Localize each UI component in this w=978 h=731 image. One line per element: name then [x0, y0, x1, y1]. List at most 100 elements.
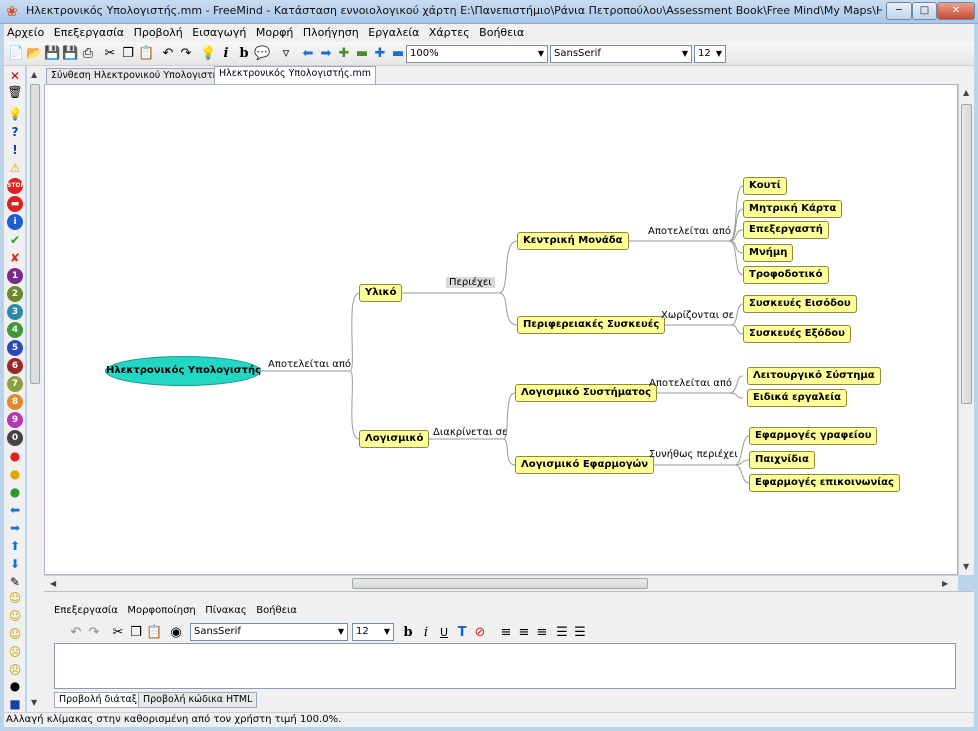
priority-9-icon[interactable]: 9: [7, 412, 23, 428]
arrow-right-icon[interactable]: ➡: [320, 46, 332, 61]
arrow-up-icon[interactable]: ⬆: [9, 539, 21, 553]
warning-icon[interactable]: ⚠: [9, 161, 21, 175]
node-peripherals[interactable]: Περιφερειακές Συσκευές: [517, 316, 666, 334]
lightbulb-icon[interactable]: 💡: [200, 46, 217, 61]
priority-5-icon[interactable]: 5: [7, 340, 23, 356]
question-icon[interactable]: ?: [11, 125, 19, 139]
scroll-right-icon[interactable]: ▶: [942, 579, 949, 588]
priority-0-icon[interactable]: 0: [7, 430, 23, 446]
node-operating-system[interactable]: Λειτουργικό Σύστημα: [747, 367, 881, 385]
map-horizontal-scrollbar[interactable]: ◀ ▶: [44, 575, 958, 591]
editor-font-combo[interactable]: SansSerif ▼: [190, 623, 348, 641]
cloud-bubble-icon[interactable]: 💬: [254, 46, 271, 61]
node-office-apps[interactable]: Εφαρμογές γραφείου: [749, 427, 878, 445]
node-central-unit[interactable]: Κεντρική Μονάδα: [517, 232, 629, 250]
smiley-neutral-icon[interactable]: ☺: [8, 609, 22, 623]
copy-icon[interactable]: ❐: [122, 46, 134, 61]
zoom-out-icon[interactable]: ▬: [391, 46, 405, 61]
open-file-icon[interactable]: 📂: [26, 46, 43, 61]
filter-icon[interactable]: ▿: [282, 46, 290, 61]
bomb-icon[interactable]: ●: [9, 679, 21, 693]
exclamation-icon[interactable]: !: [12, 143, 18, 157]
traffic-light-red-icon[interactable]: ●: [9, 449, 21, 463]
node-motherboard[interactable]: Μητρική Κάρτα: [743, 200, 843, 218]
zoom-combo[interactable]: 100% ▼: [406, 45, 548, 63]
paste-icon[interactable]: 📋: [138, 46, 155, 61]
arrow-left-icon[interactable]: ⬅: [302, 46, 314, 61]
align-right-icon[interactable]: ≡: [536, 625, 548, 640]
priority-1-icon[interactable]: 1: [7, 268, 23, 284]
node-memory[interactable]: Μνήμη: [743, 244, 794, 262]
info-icon[interactable]: i: [7, 214, 23, 230]
menu-format[interactable]: Μορφή: [255, 26, 294, 39]
node-special-tools[interactable]: Ειδικά εργαλεία: [747, 389, 848, 407]
node-output-devices[interactable]: Συσκευές Εξόδου: [743, 325, 851, 343]
text-color-icon[interactable]: T: [457, 625, 467, 640]
book-icon[interactable]: ■: [9, 697, 21, 711]
scroll-left-icon[interactable]: ◀: [50, 579, 57, 588]
node-software[interactable]: Λογισμικό: [359, 430, 430, 448]
underline-icon[interactable]: U: [439, 626, 449, 639]
minimize-icon[interactable]: ─: [886, 2, 912, 20]
numbered-list-icon[interactable]: ☰: [574, 625, 586, 640]
undo-icon[interactable]: ↶: [70, 625, 82, 640]
zoom-in-icon[interactable]: ✚: [374, 46, 386, 61]
bold-icon[interactable]: b: [239, 46, 249, 61]
node-input-devices[interactable]: Συσκευές Εισόδου: [743, 295, 857, 313]
save-icon[interactable]: 💾: [44, 46, 61, 61]
scroll-up-icon[interactable]: ▲: [31, 70, 38, 79]
font-combo[interactable]: SansSerif ▼: [550, 45, 692, 63]
node-communication-apps[interactable]: Εφαρμογές επικοινωνίας: [749, 474, 900, 492]
map-vertical-scrollbar[interactable]: ▲ ▼: [958, 84, 974, 575]
no-entry-icon[interactable]: ▬: [7, 196, 23, 212]
mindmap-canvas[interactable]: Ηλεκτρονικός Υπολογιστής Αποτελείται από…: [44, 84, 958, 575]
node-games[interactable]: Παιχνίδια: [749, 451, 815, 469]
traffic-light-green-icon[interactable]: ●: [9, 485, 21, 499]
idea-icon[interactable]: 💡: [7, 107, 23, 121]
priority-6-icon[interactable]: 6: [7, 358, 23, 374]
menu-view[interactable]: Προβολή: [133, 26, 183, 39]
priority-8-icon[interactable]: 8: [7, 394, 23, 410]
menu-insert[interactable]: Εισαγωγή: [192, 26, 247, 39]
cross-icon[interactable]: ✘: [9, 251, 21, 265]
italic-icon[interactable]: i: [423, 625, 429, 640]
smiley-laugh-icon[interactable]: ☺: [8, 627, 22, 641]
checkmark-icon[interactable]: ✔: [9, 233, 21, 247]
print-icon[interactable]: ⎙: [82, 46, 94, 61]
trash-icon[interactable]: 🗑: [7, 85, 23, 99]
redo-icon[interactable]: ↷: [88, 625, 100, 640]
scroll-up-icon[interactable]: ▲: [963, 88, 970, 97]
menu-tools[interactable]: Εργαλεία: [368, 26, 420, 39]
maximize-icon[interactable]: □: [912, 2, 937, 20]
save-as-icon[interactable]: 💾: [62, 46, 79, 61]
add-node-icon[interactable]: ✚: [338, 46, 350, 61]
horizontal-scroll-thumb[interactable]: [352, 578, 648, 589]
bullet-list-icon[interactable]: ☰: [556, 625, 568, 640]
paste-icon[interactable]: 📋: [146, 625, 163, 640]
menu-file[interactable]: Αρχείο: [7, 26, 45, 39]
remove-node-icon[interactable]: ▬: [355, 46, 369, 61]
copy-icon[interactable]: ❐: [130, 625, 142, 640]
smiley-happy-icon[interactable]: ☺: [8, 591, 22, 605]
scroll-down-icon[interactable]: ▼: [963, 562, 970, 571]
traffic-light-yellow-icon[interactable]: ●: [9, 467, 21, 481]
editor-menu-table[interactable]: Πίνακας: [205, 605, 247, 616]
note-text-area[interactable]: [54, 643, 956, 689]
root-node[interactable]: Ηλεκτρονικός Υπολογιστής: [105, 356, 261, 386]
cut-icon[interactable]: ✂: [104, 46, 116, 61]
vertical-scroll-thumb[interactable]: [961, 104, 972, 404]
node-power-supply[interactable]: Τροφοδοτικό: [743, 266, 829, 284]
editor-menu-help[interactable]: Βοήθεια: [256, 605, 298, 616]
find-binoculars-icon[interactable]: ◉: [170, 625, 182, 640]
align-center-icon[interactable]: ≡: [518, 625, 530, 640]
menu-edit[interactable]: Επεξεργασία: [53, 26, 125, 39]
editor-size-combo[interactable]: 12 ▼: [352, 623, 394, 641]
editor-menu-edit[interactable]: Επεξεργασία: [54, 605, 118, 616]
remove-icon-icon[interactable]: ✕: [9, 69, 21, 83]
font-size-combo[interactable]: 12 ▼: [694, 45, 726, 63]
editor-menu-format[interactable]: Μορφοποίηση: [127, 605, 196, 616]
menu-navigate[interactable]: Πλοήγηση: [302, 26, 359, 39]
close-icon[interactable]: ✕: [937, 2, 975, 20]
scroll-down-icon[interactable]: ▼: [31, 698, 38, 707]
priority-7-icon[interactable]: 7: [7, 376, 23, 392]
